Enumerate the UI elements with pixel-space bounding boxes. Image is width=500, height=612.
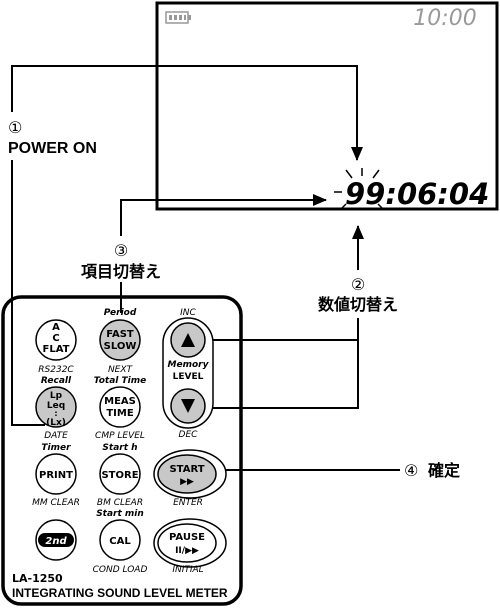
date-caption: DATE (44, 431, 68, 441)
dec-label: DEC (179, 430, 199, 440)
up-triangle-icon (181, 333, 195, 347)
meter-panel (1, 295, 243, 606)
pause-button[interactable]: PAUSE II/▶▶ (157, 523, 217, 563)
lp-leq-button[interactable]: Lp Leq : (Lx) (35, 386, 77, 428)
battery-full-icon (165, 11, 191, 24)
lcd-display (155, 1, 499, 211)
step1-number: ① (8, 118, 22, 137)
svg-text:FAST: FAST (106, 329, 134, 340)
svg-text::: : (54, 409, 57, 418)
a-c-flat-button[interactable]: A C FLAT (35, 319, 77, 361)
memory-label: Memory (168, 360, 210, 370)
svg-text:PRINT: PRINT (39, 470, 73, 481)
cal-button[interactable]: CAL (99, 519, 141, 561)
svg-text:STORE: STORE (101, 470, 138, 481)
svg-text:Leq: Leq (47, 401, 65, 411)
step2-number: ② (351, 275, 365, 294)
svg-text:Lp: Lp (50, 391, 63, 401)
rs232c-caption: RS232C (38, 365, 74, 375)
inc-label: INC (180, 308, 196, 318)
dec-down-button[interactable] (170, 388, 206, 424)
svg-text:C: C (52, 333, 59, 344)
print-button[interactable]: PRINT (35, 453, 77, 495)
store-button[interactable]: STORE (99, 453, 141, 495)
level-label: LEVEL (173, 372, 204, 382)
svg-text:(Lx): (Lx) (46, 418, 66, 428)
step4-label: 確定 (428, 461, 460, 480)
svg-text:START: START (169, 464, 204, 475)
fast-slow-button[interactable]: FAST SLOW (99, 319, 141, 361)
svg-text:II/▶▶: II/▶▶ (175, 546, 199, 556)
start-h-label: Start h (102, 443, 137, 453)
step1-label-bg (4, 112, 128, 160)
svg-text:FLAT: FLAT (43, 344, 70, 355)
recall-label: Recall (41, 376, 72, 386)
step1-path (11, 65, 363, 426)
svg-text:TIME: TIME (106, 408, 133, 419)
timer-label: Timer (41, 443, 71, 453)
meas-time-button[interactable]: MEAS TIME (99, 386, 141, 428)
step3-label-bg (66, 236, 176, 282)
bm-clear-caption: BM CLEAR (97, 498, 143, 508)
step2-label: 数値切替え (318, 295, 398, 314)
step2-label-bg (300, 270, 412, 318)
svg-text:CAL: CAL (109, 536, 131, 547)
step3-label: 項目切替え (81, 262, 161, 281)
start-min-label: Start min (96, 509, 144, 519)
display-time: 10:00 (413, 6, 476, 31)
svg-text:2nd: 2nd (45, 536, 67, 547)
cmp-level-caption: CMP LEVEL (95, 431, 145, 441)
initial-caption: INITIAL (172, 565, 203, 575)
display-value: 99:06:04 (345, 177, 489, 211)
model-number: LA-1250 (12, 572, 63, 585)
next-caption: NEXT (108, 365, 134, 375)
meter-name: INTEGRATING SOUND LEVEL METER (12, 586, 228, 600)
second-function-button[interactable]: 2nd (35, 519, 77, 561)
step1-label: POWER ON (8, 140, 97, 157)
period-label: Period (104, 308, 137, 318)
start-button[interactable]: START ▶▶ (157, 454, 217, 494)
blink-rays (334, 168, 385, 211)
svg-text:SLOW: SLOW (104, 341, 137, 352)
svg-text:PAUSE: PAUSE (169, 532, 205, 543)
total-time-label: Total Time (94, 376, 146, 386)
svg-text:A: A (52, 322, 60, 333)
cond-load-caption: COND LOAD (93, 565, 148, 575)
down-triangle-icon (181, 399, 195, 413)
mm-clear-caption: MM CLEAR (32, 498, 80, 508)
enter-caption: ENTER (173, 498, 203, 508)
svg-text:MEAS: MEAS (104, 396, 136, 407)
step3-number: ③ (114, 241, 128, 260)
step2-bracket (205, 339, 359, 409)
inc-up-button[interactable] (170, 322, 206, 358)
svg-text:▶▶: ▶▶ (180, 477, 194, 487)
step4-number: ④ (404, 461, 418, 480)
